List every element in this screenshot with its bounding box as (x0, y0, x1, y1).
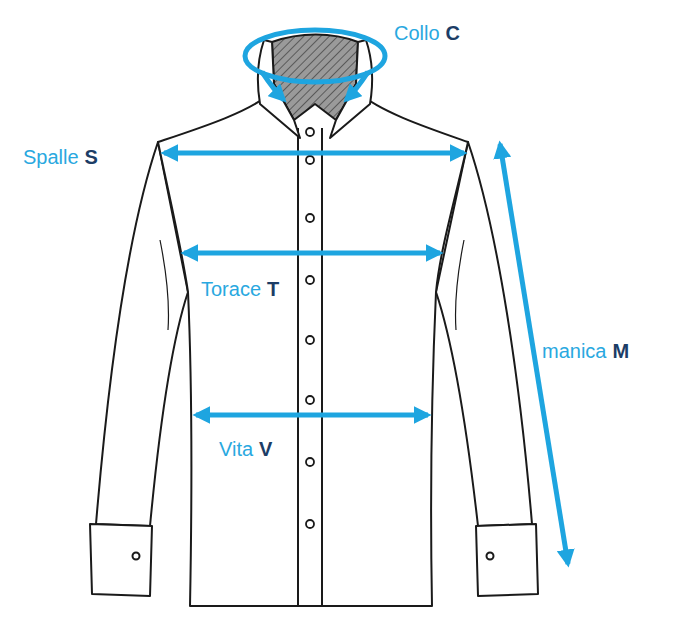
chest-arrow (184, 251, 440, 256)
measure-code: M (611, 340, 630, 362)
waist-arrow (196, 413, 428, 418)
collar-arrow (346, 72, 368, 100)
measure-code: S (84, 146, 99, 168)
measure-label: Collo (393, 22, 441, 44)
measure-label: manica (541, 340, 607, 362)
measure-code: V (258, 438, 273, 460)
measure-code: T (266, 278, 280, 300)
measure-label: Torace (200, 278, 262, 300)
collar-arrow (262, 72, 284, 100)
shirt-outline (90, 35, 538, 607)
measure-code: C (445, 22, 461, 44)
shirt-buttons (306, 128, 314, 528)
shoulder-arrow (164, 151, 464, 156)
measurement-arrows (164, 30, 568, 564)
measure-label: Spalle (22, 146, 80, 168)
measure-label: Vita (218, 438, 254, 460)
